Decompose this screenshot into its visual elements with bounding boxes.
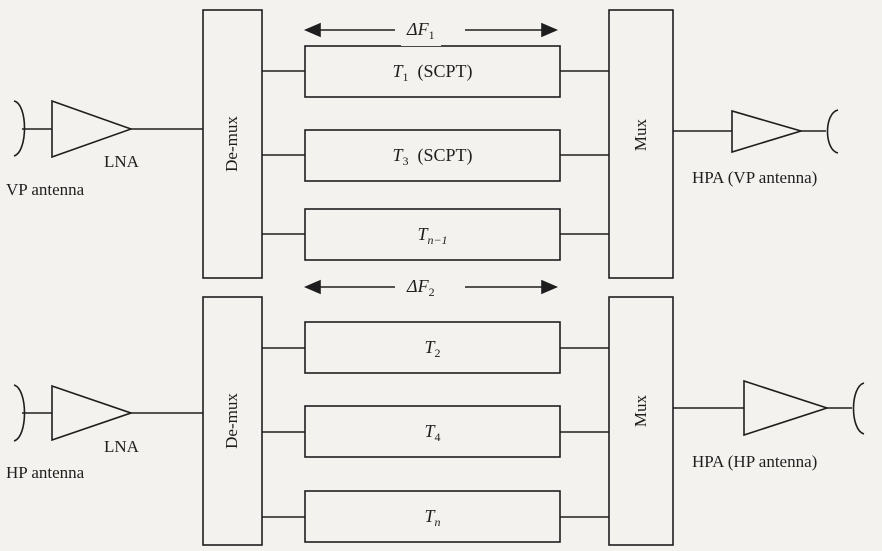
lower-lna-label: LNA [104,437,139,456]
channel-symbol: T [424,506,435,526]
channel-symbol: T [424,337,435,357]
vp-hpa-label: HPA (VP antenna) [692,168,818,187]
channel-subscript: 2 [434,346,441,360]
channel-t1-label: T1 (SCPT) [305,60,560,88]
vp-antenna-label: VP antenna [6,180,85,199]
channel-symbol: T [424,421,435,441]
channel-symbol: T [417,224,428,244]
channel-subscript: 3 [402,154,409,168]
upper-demux-block [202,9,263,279]
channel-subscript: n−1 [427,233,448,247]
upper-hpa-amplifier [731,109,804,154]
delta-f1-bandwidth-arrow [303,22,559,38]
channel-t4-label: T4 [305,420,560,448]
lower-mux-label: Mux [631,394,650,428]
lower-lna-amplifier [51,384,134,442]
delta-f2-symbol: ΔF [407,276,429,296]
delta-f1-label: ΔF1 [401,18,441,46]
lower-demux-block [202,296,263,546]
delta-f2-bandwidth-arrow [303,279,559,295]
channel-symbol: T [392,145,403,165]
channel-tn-label: Tn [305,505,560,533]
upper-lna-label: LNA [104,152,139,171]
channel-suffix: (SCPT) [417,61,473,81]
upper-lna-amplifier [51,99,134,159]
upper-demux-label: De-mux [222,116,241,172]
channel-subscript: 4 [434,430,441,444]
channel-subscript: 1 [402,70,409,84]
channel-symbol: T [392,61,403,81]
channel-tn-1-label: Tn−1 [305,223,560,251]
vp-receive-antenna-icon [13,100,52,157]
hp-antenna-label: HP antenna [6,463,85,482]
delta-f2-subscript: 2 [428,285,435,299]
delta-f1-symbol: ΔF [407,19,429,39]
channel-t2-label: T2 [305,336,560,364]
vp-transmit-antenna-icon [801,109,839,154]
channel-suffix: (SCPT) [417,145,473,165]
delta-f1-subscript: 1 [428,28,435,42]
channel-subscript: n [434,515,441,529]
lower-hpa-amplifier [743,379,830,437]
hp-hpa-label: HPA (HP antenna) [692,452,818,471]
channel-t3-label: T3 (SCPT) [305,144,560,172]
lower-demux-label: De-mux [222,393,241,449]
delta-f2-label: ΔF2 [401,275,441,303]
hp-transmit-antenna-icon [827,382,865,435]
upper-mux-block [608,9,674,279]
upper-mux-label: Mux [631,118,650,152]
lower-mux-block [608,296,674,546]
hp-receive-antenna-icon [13,384,52,442]
